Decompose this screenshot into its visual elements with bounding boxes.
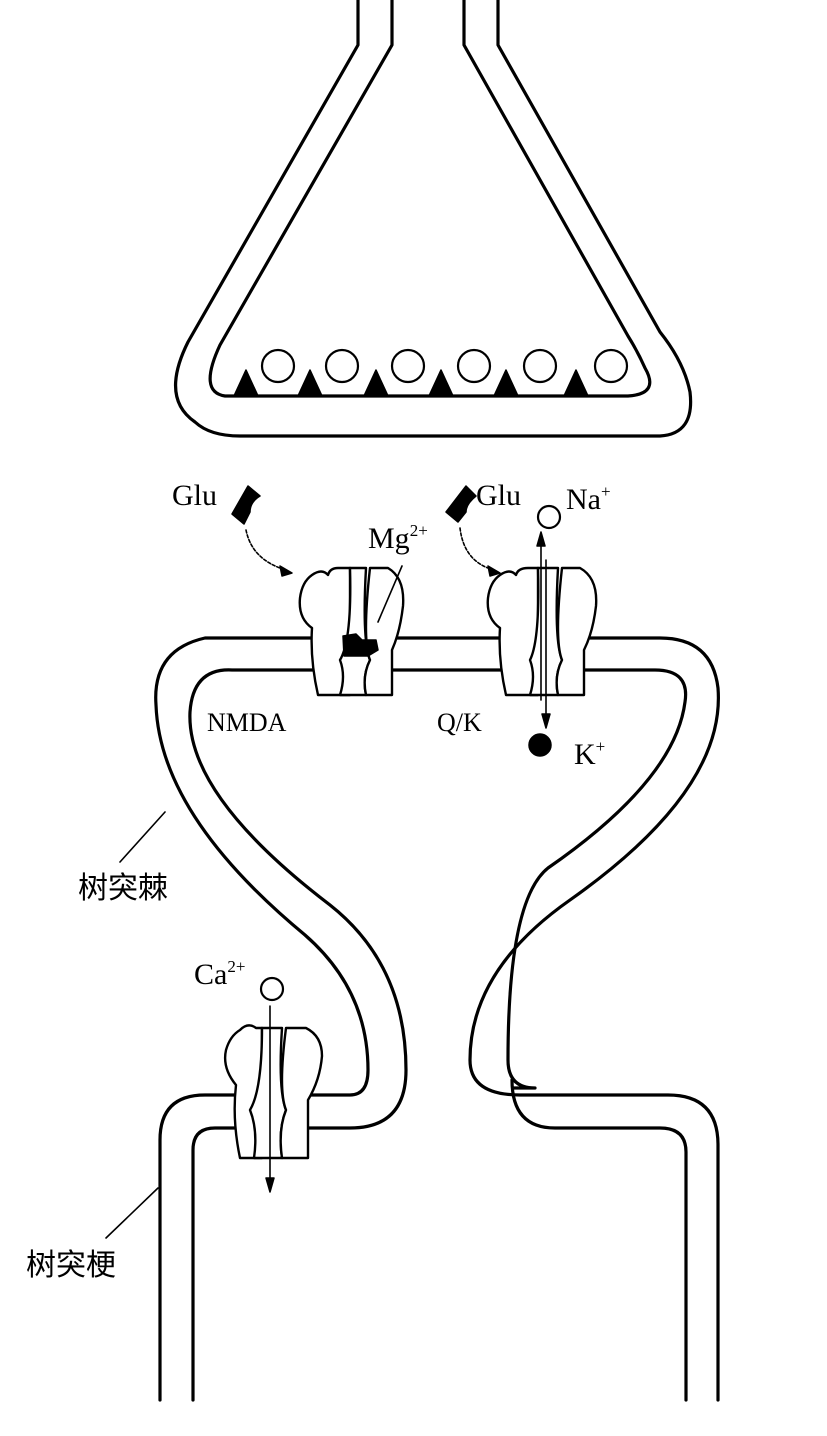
nmda-subunit-left — [298, 566, 352, 697]
vesicle — [390, 348, 426, 384]
glu-left-label: Glu — [172, 479, 217, 512]
spine-outer-membrane — [154, 636, 720, 1402]
shaft-label: 树突梗 — [26, 1249, 116, 1282]
k-label: K+ — [574, 737, 605, 771]
dense-projection — [297, 369, 323, 397]
mg-block — [342, 633, 379, 657]
na-arrowhead — [536, 531, 546, 547]
mg-label-base: Mg — [368, 522, 410, 555]
ca-flux — [259, 976, 285, 1193]
glutamate-left — [231, 485, 293, 577]
spine-leader-line — [119, 811, 166, 863]
nmda-label: NMDA — [207, 708, 287, 737]
k-label-base: K — [574, 738, 596, 771]
ca-subunit-right — [279, 1026, 324, 1160]
spine-inner-membrane — [188, 668, 688, 1402]
shaft-inner-right-membrane — [510, 1078, 688, 1402]
arrowhead — [279, 565, 293, 577]
presynaptic-inner-membrane — [208, 0, 652, 398]
vesicle — [260, 348, 296, 384]
arrowhead — [487, 565, 501, 577]
na-label-base: Na — [566, 483, 601, 516]
release-sites — [233, 369, 589, 397]
presynaptic-terminal — [174, 0, 693, 438]
nmda-subunit-right — [363, 566, 405, 697]
ca-subunit-left — [223, 1024, 264, 1160]
vesicle — [522, 348, 558, 384]
calcium-channel — [223, 1024, 324, 1160]
qk-subunit-left — [486, 566, 540, 697]
qk-subunit-right — [555, 566, 598, 697]
nmda-receptor — [298, 566, 405, 697]
k-arrowhead — [541, 713, 551, 729]
dense-projection — [428, 369, 454, 397]
glutamate-right — [445, 485, 501, 577]
spine-label: 树突棘 — [78, 872, 168, 905]
dense-projection — [363, 369, 389, 397]
qk-label: Q/K — [437, 708, 482, 737]
dense-projection — [493, 369, 519, 397]
glu-arrow-left — [245, 529, 287, 571]
ca-arrowhead — [265, 1177, 275, 1193]
ca-label-sup: 2+ — [227, 957, 245, 976]
glu-right-label: Glu — [476, 479, 521, 512]
shaft-leader-line — [105, 1187, 159, 1239]
na-ion — [536, 504, 562, 530]
vesicle — [324, 348, 360, 384]
na-k-flux — [528, 504, 562, 757]
glu-molecule-icon — [445, 485, 477, 523]
k-ion — [528, 733, 552, 757]
vesicle — [593, 348, 629, 384]
glu-molecule-icon — [231, 485, 261, 525]
k-label-sup: + — [596, 737, 606, 756]
glu-arrow-right — [459, 527, 495, 571]
ca-ion — [259, 976, 285, 1002]
ca-label: Ca2+ — [194, 957, 245, 991]
na-label-sup: + — [601, 482, 611, 501]
mg-label: Mg2+ — [368, 521, 428, 555]
na-label: Na+ — [566, 482, 611, 516]
dense-projection — [233, 369, 259, 397]
qk-receptor — [486, 566, 598, 697]
presynaptic-outer-membrane — [174, 0, 693, 438]
mg-label-sup: 2+ — [410, 521, 428, 540]
mg-pointer-line — [377, 565, 403, 623]
vesicle — [456, 348, 492, 384]
ca-label-base: Ca — [194, 958, 227, 991]
synaptic-vesicles — [260, 348, 629, 384]
dense-projection — [563, 369, 589, 397]
postsynaptic-membrane — [154, 636, 720, 1402]
